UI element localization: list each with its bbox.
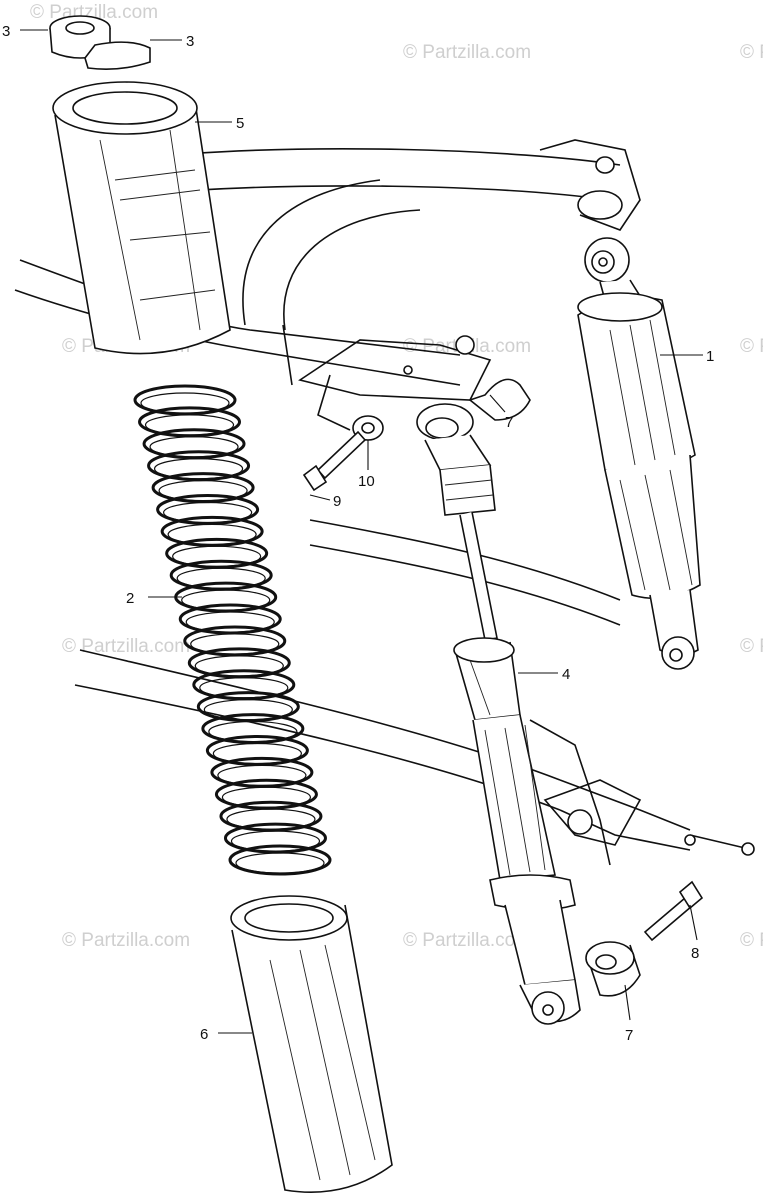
spring-coil-inner xyxy=(235,852,325,874)
spring-coil-inner xyxy=(221,786,312,808)
spring-coil-inner xyxy=(149,436,239,458)
spring-coil-inner xyxy=(163,501,253,524)
callout-8: 8 xyxy=(691,945,699,962)
callout-4: 4 xyxy=(562,666,570,683)
lower-spring-cover xyxy=(230,895,393,1193)
spring-coil xyxy=(201,713,305,745)
spring-coil xyxy=(228,844,332,876)
spring-coil xyxy=(223,822,327,854)
watermark: © Partzilla.com xyxy=(403,42,531,63)
spring-coil xyxy=(205,734,309,766)
callout-2: 2 xyxy=(126,590,134,607)
callout-7: 7 xyxy=(505,414,513,431)
watermark: © Partzilla.com xyxy=(740,636,763,657)
spring-coil-inner xyxy=(144,414,235,436)
watermark: © Partzilla.com xyxy=(62,636,190,657)
upper-spring-cover xyxy=(52,81,231,355)
spring-coil-inner xyxy=(217,764,307,786)
spring-coil xyxy=(142,428,246,460)
spring-coil-inner xyxy=(212,742,302,765)
spring-coil-inner xyxy=(226,808,316,830)
watermark: © Partzilla.com xyxy=(403,930,531,951)
bolt xyxy=(302,430,367,492)
callout-5: 5 xyxy=(236,115,244,132)
spring-coil xyxy=(169,559,273,591)
spring-coil-inner xyxy=(230,830,321,852)
callouts: 3 3 5 1 7 10 9 2 4 8 7 6 xyxy=(2,23,714,1044)
watermark: © Partzilla.com xyxy=(62,930,190,951)
callout-10: 10 xyxy=(358,473,375,490)
spring-coil-inner xyxy=(181,589,271,611)
spring-coil xyxy=(183,625,287,657)
spring-coil-inner xyxy=(203,699,293,721)
leader-lines xyxy=(20,29,703,1034)
spring-coil xyxy=(187,647,291,679)
spring-coil-inner xyxy=(172,545,262,567)
callout-1: 1 xyxy=(706,348,714,365)
spring-coil xyxy=(133,384,237,416)
spring-coil-inner xyxy=(185,611,275,633)
spring-coil-inner xyxy=(153,458,244,480)
spring-coil-inner xyxy=(158,480,248,502)
callout-3: 3 xyxy=(2,23,10,40)
spring-coil xyxy=(165,537,269,569)
spring-coil xyxy=(196,691,300,723)
coil-spring xyxy=(133,384,332,876)
rear-shock-absorber xyxy=(577,237,701,670)
watermark: © Partzilla.com xyxy=(740,42,763,63)
bolt xyxy=(643,880,704,942)
spring-coil-inner xyxy=(190,633,280,655)
spring-coil xyxy=(210,756,314,788)
spring-coil xyxy=(151,472,255,504)
callout-6: 6 xyxy=(200,1026,208,1043)
spring-coil-inner xyxy=(176,567,266,589)
spring-coil-inner xyxy=(194,655,284,677)
spring-coil xyxy=(214,778,318,810)
collar xyxy=(585,941,641,997)
spring-coil xyxy=(138,406,242,438)
watermark: © Partzilla.com xyxy=(740,336,763,357)
spring-coil xyxy=(147,450,251,482)
spring-coil-inner xyxy=(140,392,230,414)
spring-coil-inner xyxy=(199,677,289,699)
spring-coil-inner xyxy=(167,523,257,546)
callout-7: 7 xyxy=(625,1027,633,1044)
spring-coil xyxy=(156,494,260,526)
spring-coil-inner xyxy=(208,720,298,743)
spring-coil xyxy=(160,515,264,547)
callout-3: 3 xyxy=(186,33,194,50)
spring-coil xyxy=(178,603,282,635)
spring-seat-upper xyxy=(49,15,151,70)
spring-coil xyxy=(219,800,323,832)
callout-9: 9 xyxy=(333,493,341,510)
spring-coil xyxy=(192,669,296,701)
watermark: © Partzilla.com xyxy=(740,930,763,951)
steering-damper xyxy=(416,378,581,1025)
